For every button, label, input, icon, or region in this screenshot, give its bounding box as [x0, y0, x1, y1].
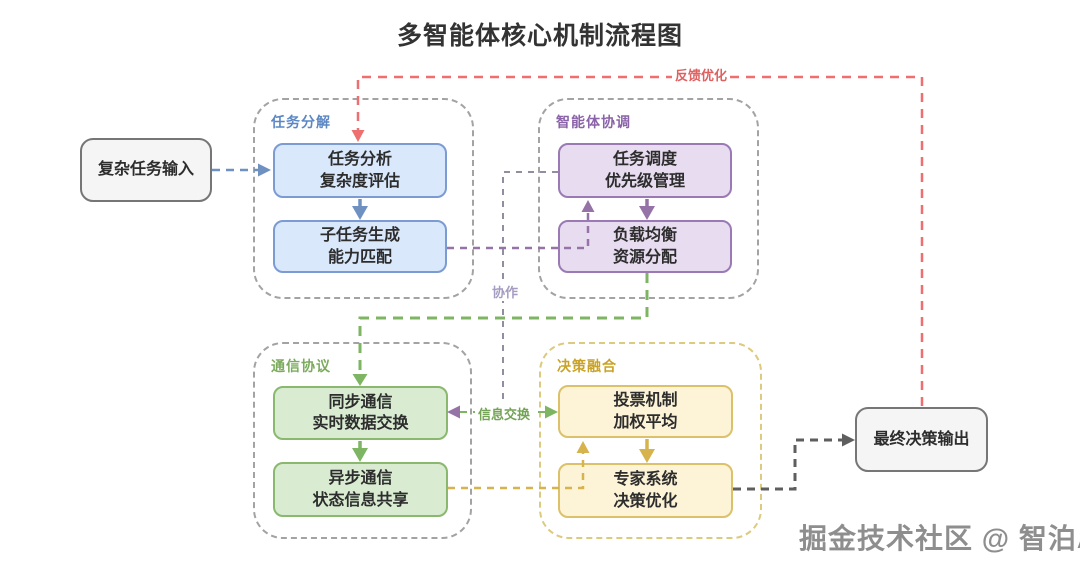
node-text-line: 子任务生成 [319, 227, 400, 245]
group-label-agent-coordination: 智能体协调 [556, 114, 631, 130]
node-text-line: 同步通信 [328, 393, 393, 411]
node-expert-system: 专家系统 决策优化 [558, 463, 733, 518]
node-text-line: 能力匹配 [327, 248, 392, 266]
node-task-scheduling: 任务调度 优先级管理 [558, 143, 732, 198]
node-text-line: 异步通信 [328, 470, 393, 488]
edge-label-collaboration: 协作 [489, 282, 522, 301]
edge-label-info-exchange: 信息交换 [475, 404, 534, 423]
group-label-communication-protocol: 通信协议 [271, 358, 331, 374]
node-voting-mechanism: 投票机制 加权平均 [558, 385, 733, 438]
node-final-decision-output: 最终决策输出 [855, 407, 988, 472]
node-text-line: 资源分配 [612, 248, 677, 266]
node-complex-task-input-label: 复杂任务输入 [97, 161, 194, 179]
node-text-line: 任务分析 [327, 151, 392, 169]
node-subtask-generation: 子任务生成 能力匹配 [273, 220, 447, 273]
node-text-line: 加权平均 [613, 413, 678, 431]
node-text-line: 状态信息共享 [312, 491, 409, 509]
node-text-line: 负载均衡 [612, 227, 677, 245]
group-label-decision-fusion: 决策融合 [557, 358, 617, 374]
node-text-line: 任务调度 [612, 151, 677, 169]
node-complex-task-input: 复杂任务输入 [80, 138, 212, 202]
node-async-communication: 异步通信 状态信息共享 [273, 462, 448, 517]
node-text-line: 专家系统 [613, 471, 678, 489]
watermark: 掘金技术社区 @ 智泊AI [799, 523, 1080, 554]
group-label-task-decomposition: 任务分解 [271, 114, 331, 130]
node-sync-communication: 同步通信 实时数据交换 [273, 386, 448, 440]
node-text-line: 投票机制 [613, 392, 678, 410]
node-load-balancing: 负载均衡 资源分配 [558, 220, 732, 273]
node-text-line: 决策优化 [613, 492, 678, 510]
node-text-line: 实时数据交换 [312, 415, 409, 432]
node-text-line: 复杂度评估 [319, 172, 400, 190]
edge-label-feedback: 反馈优化 [672, 65, 731, 84]
diagram-title: 多智能体核心机制流程图 [396, 22, 683, 50]
node-task-analysis: 任务分析 复杂度评估 [273, 143, 447, 198]
node-text-line: 优先级管理 [604, 172, 685, 190]
node-final-decision-output-label: 最终决策输出 [873, 430, 970, 448]
